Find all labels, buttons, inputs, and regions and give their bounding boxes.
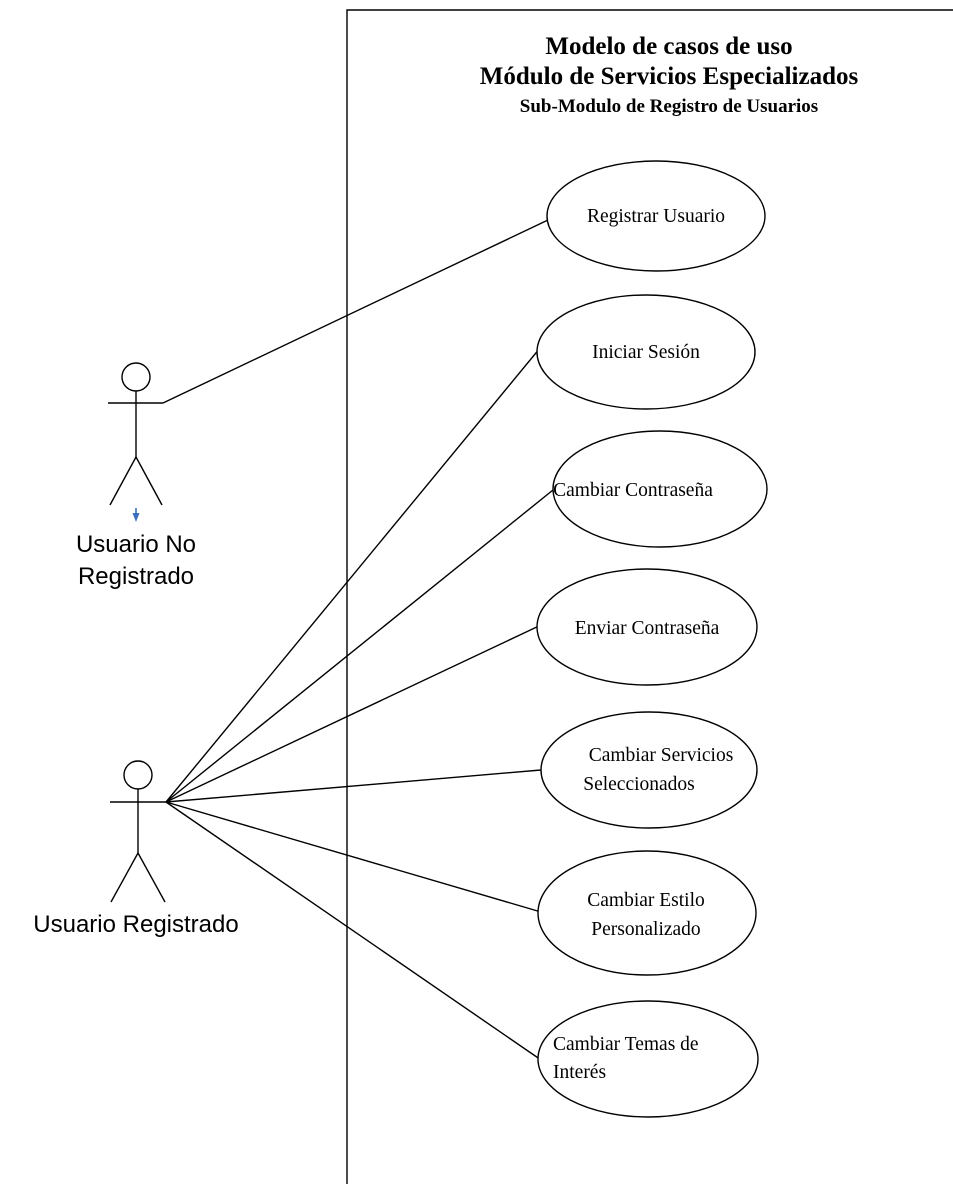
actor-right-leg (135, 456, 163, 506)
actor-left-leg (110, 852, 139, 903)
use-cases: Registrar Usuario Iniciar Sesión Cambiar… (536, 160, 768, 1118)
actor-usuario-registrado: Usuario Registrado (33, 760, 239, 938)
diagram-submodule-title: Sub-Modulo de Registro de Usuarios (520, 96, 818, 117)
association-registered-iniciar (165, 347, 541, 803)
actor-right-leg (137, 852, 166, 903)
actor-label: Usuario No (76, 531, 196, 558)
diagram-title: Modelo de casos de uso (545, 33, 792, 60)
use-case-cambiar-temas: Cambiar Temas de Interés (537, 1000, 759, 1118)
use-case-label: Registrar Usuario (587, 206, 725, 227)
actor-head (123, 760, 153, 790)
system-boundary (346, 9, 953, 1184)
actor-usuario-no-registrado: Usuario No Registrado (76, 362, 196, 590)
association-registered-temas (165, 801, 545, 1063)
association-registered-servicios (165, 769, 542, 803)
actor-head (121, 362, 151, 392)
use-case-cambiar-contrasena: Cambiar Contraseña (552, 430, 768, 548)
use-case-enviar-contrasena: Enviar Contraseña (536, 568, 758, 686)
use-case-label: Enviar Contraseña (575, 618, 720, 639)
association-registered-estilo (165, 801, 542, 913)
association-unregistered-registrar (162, 219, 549, 404)
actor-label: Registrado (78, 563, 194, 590)
use-case-label: Seleccionados (583, 774, 695, 795)
associations (162, 219, 554, 1063)
association-registered-cambiar-contrasena (165, 489, 554, 803)
actor-label: Usuario Registrado (33, 911, 238, 938)
use-case-label: Personalizado (591, 919, 700, 940)
use-case-iniciar-sesion: Iniciar Sesión (536, 294, 756, 410)
use-case-cambiar-servicios: Cambiar Servicios Seleccionados (540, 711, 758, 829)
use-case-label: Cambiar Servicios (589, 745, 734, 766)
actor-left-leg (109, 456, 137, 506)
use-case-label: Interés (553, 1062, 606, 1083)
diagram-subtitle: Módulo de Servicios Especializados (480, 63, 859, 90)
use-case-registrar-usuario: Registrar Usuario (546, 160, 766, 272)
use-case-label: Cambiar Temas de (553, 1034, 699, 1055)
use-case-label: Cambiar Estilo (587, 890, 705, 911)
use-case-label: Iniciar Sesión (592, 342, 700, 363)
marker-arrow-icon (132, 513, 140, 522)
use-case-label: Cambiar Contraseña (553, 480, 713, 501)
use-case-cambiar-estilo: Cambiar Estilo Personalizado (537, 850, 757, 976)
association-registered-enviar (165, 624, 542, 803)
